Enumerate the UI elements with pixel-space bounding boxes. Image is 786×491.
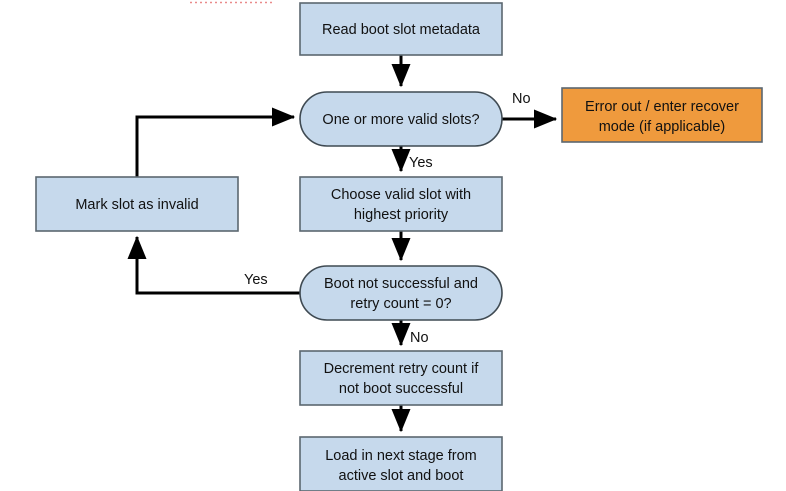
node-decrement-retry-count[interactable]: Decrement retry count if not boot succes… <box>299 350 503 406</box>
node-text-line-1: Load in next stage from <box>325 448 477 464</box>
edge-mark-invalid-to-valid-slots <box>135 107 296 177</box>
node-shape <box>299 265 503 321</box>
node-text-line-1: Boot not successful and <box>324 276 478 292</box>
node-shape <box>299 350 503 406</box>
edge-label-no-valid-slots: No <box>512 91 531 107</box>
edge-boot-check-to-mark-invalid <box>127 235 300 295</box>
node-text-line-2: active slot and boot <box>339 468 464 484</box>
node-shape <box>299 91 503 147</box>
node-error-out-enter-recover-mode[interactable]: Error out / enter recover mode (if appli… <box>561 87 763 143</box>
node-boot-not-successful-retry-zero[interactable]: Boot not successful and retry count = 0? <box>299 265 503 321</box>
node-text-line-1: Choose valid slot with <box>331 187 471 203</box>
edge-label-yes-valid-slots: Yes <box>409 155 433 171</box>
node-shape <box>561 87 763 143</box>
edge-label-yes-retry-exhausted: Yes <box>244 272 268 288</box>
node-shape <box>299 2 503 56</box>
node-shape <box>299 436 503 491</box>
node-text-line-1: One or more valid slots? <box>322 112 479 128</box>
node-text-line-1: Mark slot as invalid <box>75 197 198 213</box>
node-load-next-stage-active-slot[interactable]: Load in next stage from active slot and … <box>299 436 503 491</box>
node-one-or-more-valid-slots[interactable]: One or more valid slots? <box>299 91 503 147</box>
node-text-line-1: Decrement retry count if <box>324 361 480 377</box>
node-text-line-2: retry count = 0? <box>350 296 451 312</box>
node-text-line-2: highest priority <box>354 207 449 223</box>
edge-label-no-retry-remaining: No <box>410 330 429 346</box>
node-read-boot-slot-metadata[interactable]: Read boot slot metadata <box>299 2 503 56</box>
node-text-line-2: not boot successful <box>339 381 463 397</box>
node-shape <box>35 176 239 232</box>
node-text-line-2: mode (if applicable) <box>599 119 726 135</box>
node-text-line-1: Read boot slot metadata <box>322 22 481 38</box>
node-choose-valid-slot-highest-priority[interactable]: Choose valid slot with highest priority <box>299 176 503 232</box>
node-mark-slot-as-invalid[interactable]: Mark slot as invalid <box>35 176 239 232</box>
node-shape <box>299 176 503 232</box>
node-text-line-1: Error out / enter recover <box>585 99 739 115</box>
